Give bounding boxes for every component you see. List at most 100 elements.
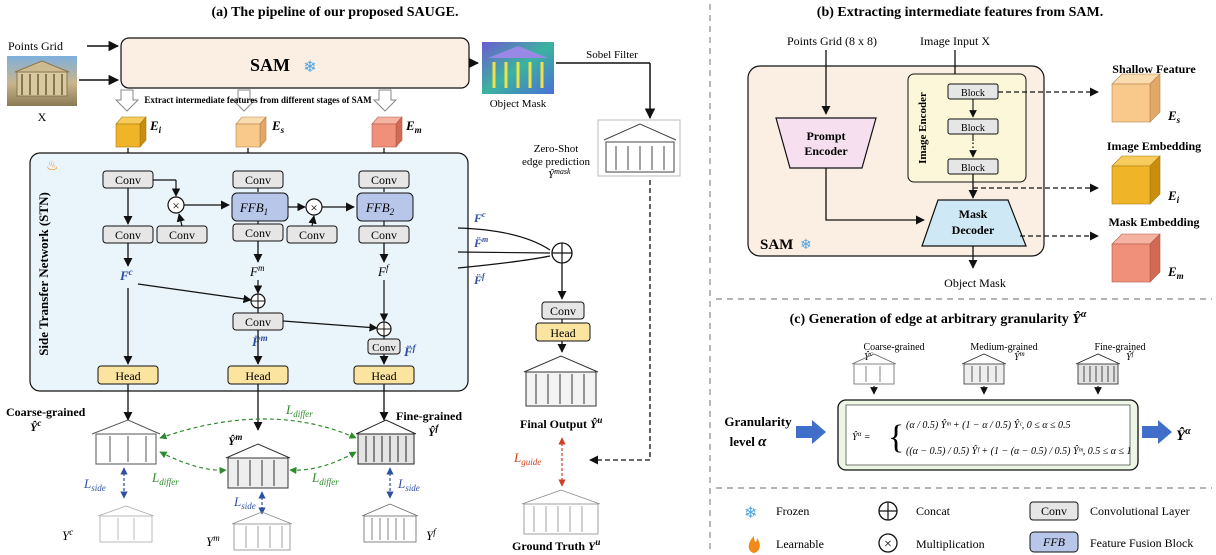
level-alpha-label: level α (730, 434, 768, 450)
conv-out-label: Conv (550, 304, 576, 318)
ffb2-block (356, 192, 414, 222)
extract-arrows (114, 89, 398, 112)
conv-f2-label: Conv (371, 228, 397, 242)
fc-side-label: Fc (473, 210, 486, 225)
shallow-feature-label: Shallow Feature (1112, 62, 1196, 76)
fine-edge-image (355, 419, 417, 465)
ei-b-label: Ei (1167, 188, 1180, 205)
l-side-f: Lside (397, 476, 420, 493)
prompt-encoder (775, 117, 877, 169)
encoder-block-1-label: Block (961, 88, 985, 99)
legend-ffb-label: Feature Fusion Block (1090, 536, 1193, 550)
legend-multiplication-label: Multiplication (916, 537, 985, 551)
legend-frozen-label: Frozen (776, 504, 809, 518)
eq-line-2: ((α − 0.5) / 0.5) Ŷᶠ + (1 − (α − 0.5) / … (906, 445, 1131, 457)
encoder-block-3-label: Block (961, 163, 985, 174)
prompt-encoder-label-1: Prompt (806, 129, 845, 143)
conv-m1-label: Conv (245, 173, 271, 187)
head-m-label: Head (245, 369, 270, 383)
legend-ffb-icon (1029, 531, 1079, 553)
ground-truth-image (521, 489, 601, 535)
ff-side-label: F̈f (473, 272, 486, 287)
legend-ffb-text: FFB (1042, 535, 1066, 549)
stn-label: Side Transfer Network (STN) (36, 192, 51, 356)
encoder-dots: ⋮ (967, 140, 979, 154)
l-side-m: Lside (233, 494, 256, 511)
mask-decoder (921, 199, 1027, 247)
fine-grained-label: Fine-grained (396, 409, 462, 423)
sam-b-label: SAM (760, 237, 793, 253)
coarse-grained-label: Coarse-grained (6, 405, 86, 419)
ground-truth-label: Ground Truth Yu (512, 537, 600, 553)
zero-shot-label: Zero-Shot (534, 143, 579, 155)
yf-hat-label: Ŷf (428, 423, 439, 439)
final-output-label: Final Output Ŷu (520, 415, 602, 431)
points-grid-label: Points Grid (8, 39, 63, 53)
head-out (535, 322, 591, 342)
equation-inner (845, 404, 1131, 466)
legend-multiply-icon (878, 533, 898, 553)
final-output-image (523, 355, 599, 407)
panel-b-title: (b) Extracting intermediate features fro… (817, 5, 1103, 20)
y-alpha-label: Ŷα (1176, 426, 1191, 444)
ffb2-label: FFB2 (365, 200, 395, 217)
y-mask-symbol: Ŷmask (548, 167, 571, 181)
output-arrow-icon (1142, 420, 1172, 444)
c-fine-image (1075, 353, 1121, 385)
legend-conv-text: Conv (1041, 504, 1067, 518)
mask-embedding-label: Mask Embedding (1108, 215, 1199, 229)
conv-c1-label: Conv (115, 173, 141, 187)
multiply-symbol: × (310, 200, 317, 215)
legend-frozen-icon: ❄ (744, 505, 757, 522)
mask-decoder-label-1: Mask (959, 207, 988, 221)
c-coarse-image (851, 353, 897, 385)
cube-em (371, 116, 403, 148)
l-guide-label: Lguide (513, 450, 541, 467)
cube-ei (115, 116, 147, 148)
cube-image (1111, 155, 1161, 205)
cube-shallow (1111, 73, 1161, 123)
conv-f3-label: Conv (372, 342, 396, 354)
yf-label: Yf (426, 527, 437, 543)
input-x-label: X (38, 110, 47, 124)
points-grid-8x8-label: Points Grid (8 x 8) (787, 34, 877, 48)
c-medium-label: Medium-grained (970, 342, 1037, 353)
c-coarse-label: Coarse-grained (863, 342, 924, 353)
conv-m3-label: Conv (245, 315, 271, 329)
l-differ-left: Ldiffer (151, 470, 179, 487)
image-embedding-label: Image Embedding (1107, 139, 1201, 153)
legend-multiply-symbol: × (884, 537, 892, 552)
cube-mask (1111, 233, 1161, 283)
c-fine-label: Fine-grained (1094, 342, 1145, 353)
image-encoder-label: Image Encoder (917, 92, 929, 164)
frozen-snowflake-icon: ❄ (800, 238, 812, 253)
sam-label: SAM (250, 55, 290, 75)
panel-c-title: (c) Generation of edge at arbitrary gran… (790, 309, 1087, 327)
conv-f1-label: Conv (371, 173, 397, 187)
gt-m-image (231, 511, 293, 551)
es-b-label: Es (1167, 108, 1181, 125)
multiply-symbol: × (172, 198, 179, 213)
conv-c2-label: Conv (115, 228, 141, 242)
zero-shot-edge-image (597, 119, 681, 177)
conv-out (541, 301, 585, 320)
sam-box (120, 37, 470, 89)
learnable-flame-icon: ♨ (46, 159, 59, 174)
edge-prediction-label: edge prediction (522, 156, 591, 168)
ei-label: Ei (149, 118, 162, 135)
fc-label: Fc (119, 267, 133, 283)
panel-a-title: (a) The pipeline of our proposed SAUGE. (212, 5, 459, 20)
fm-hat-label: F̈m (251, 333, 268, 349)
ym-label: Ym (206, 533, 220, 549)
mask-decoder-label-2: Decoder (952, 223, 995, 237)
l-side-c: Lside (83, 476, 106, 493)
object-mask-label: Object Mask (490, 98, 547, 110)
legend-conv-label: Convolutional Layer (1090, 504, 1190, 518)
prompt-encoder-label-2: Encoder (804, 144, 848, 158)
em-b-label: Em (1167, 264, 1184, 281)
l-differ-top: Ldiffer (285, 402, 313, 419)
object-mask-b-label: Object Mask (944, 276, 1006, 290)
conv-c2b-label: Conv (169, 228, 195, 242)
stn-box (29, 152, 469, 392)
